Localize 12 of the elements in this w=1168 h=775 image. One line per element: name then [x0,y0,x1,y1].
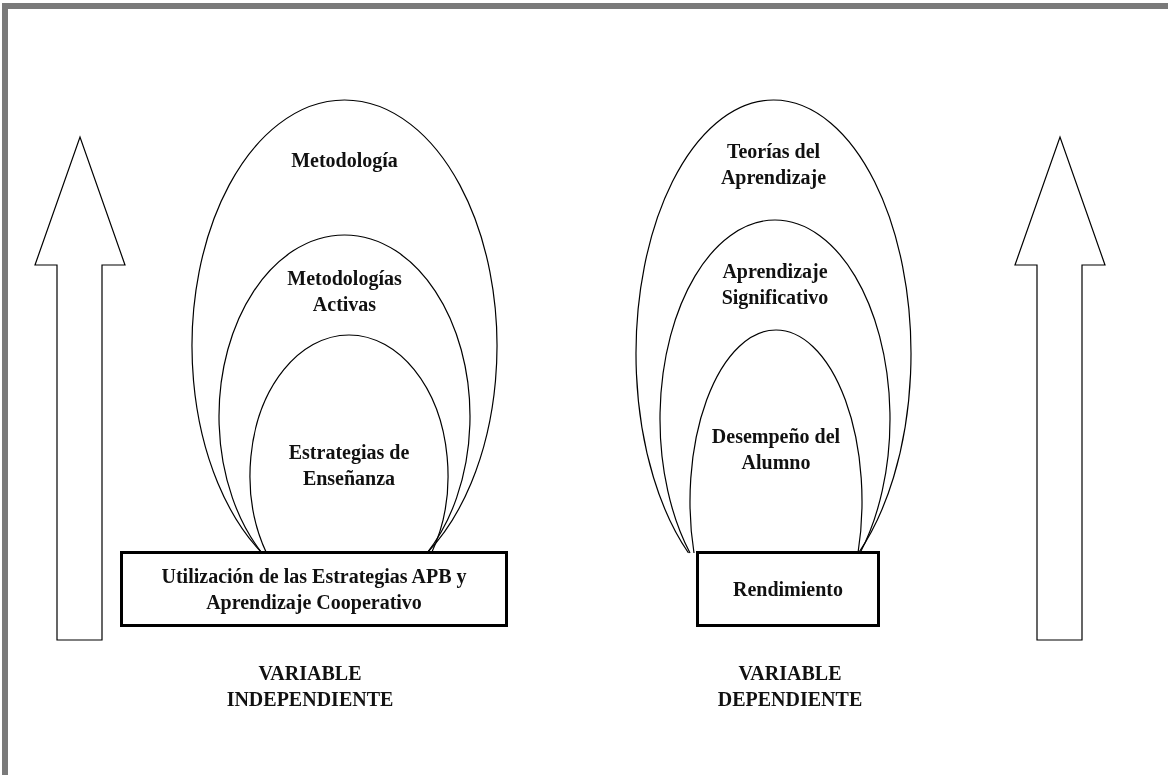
variable-box [120,551,508,627]
concept-label: Aprendizaje Significativo [720,259,830,310]
variable-label: VARIABLE INDEPENDIENTE [225,661,395,712]
variable-label: VARIABLE DEPENDIENTE [716,661,864,712]
concept-label: Desempeño del Alumno [711,424,841,475]
variable-box [696,551,880,627]
concept-label: Metodologías Activas [286,266,403,317]
concept-label: Metodología [290,148,399,173]
concept-label: Teorías del Aprendizaje [719,139,828,190]
box-label: Rendimiento [733,577,843,602]
concept-label: Estrategias de Enseñanza [287,440,411,491]
box-label: Utilización de las Estrategias APB y Aprendizaje Cooperativo [160,564,468,615]
